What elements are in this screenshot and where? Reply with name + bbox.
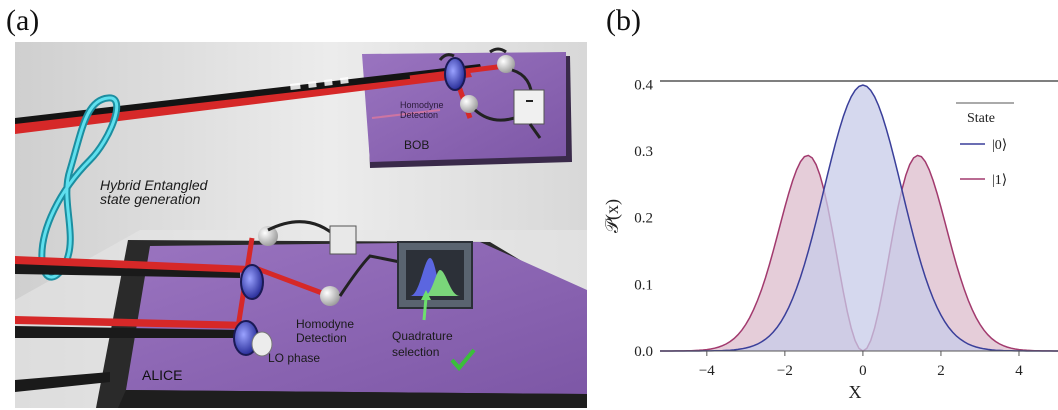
x-tick-label: 2 xyxy=(937,363,945,379)
legend: State |0⟩ |1⟩ xyxy=(956,102,1014,188)
chart-areas xyxy=(660,84,1058,352)
series-line-0 xyxy=(660,84,1058,352)
alice-detection-line1: Homodyne xyxy=(296,317,354,331)
bob-detection-line1: Homodyne xyxy=(400,100,444,110)
quadrature-label: Quadrature selection xyxy=(392,329,456,359)
y-axis-ticks: 0.0 0.1 0.2 0.3 0.4 xyxy=(634,77,653,360)
bob-detector-2 xyxy=(460,95,478,113)
y-tick-label: 0.0 xyxy=(634,344,653,360)
y-tick-label: 0.2 xyxy=(634,211,653,227)
red-beam-alice-2 xyxy=(15,316,250,329)
hybrid-line2: state generation xyxy=(100,191,201,207)
red-beam-alice-1 xyxy=(15,256,250,273)
black-fiber-alice-2 xyxy=(15,326,240,338)
alice-detector-2 xyxy=(320,286,340,306)
alice-detection-line2: Detection xyxy=(296,331,347,345)
lo-phase-label: LO phase xyxy=(268,351,320,365)
alice-subtractor-box xyxy=(329,225,357,255)
panel-b-label: (b) xyxy=(606,4,641,37)
setup-illustration: Homodyne Detection BOB Hybrid Entangled … xyxy=(15,42,587,408)
x-tick-label: 4 xyxy=(1015,363,1023,379)
hybrid-label: Hybrid Entangled state generation xyxy=(100,177,211,207)
series-area-0 xyxy=(660,85,1058,351)
alice-table-edge xyxy=(118,390,587,408)
check-icon xyxy=(450,348,476,372)
quadrature-line2: selection xyxy=(392,345,439,359)
probability-chart: 0.0 0.1 0.2 0.3 0.4 −4 −2 0 2 4 X 𝒫(x) State |0⟩… xyxy=(602,77,1058,402)
alice-detection-label: Homodyne Detection xyxy=(296,317,357,345)
legend-label-1: |1⟩ xyxy=(992,173,1007,188)
panel-a-label: (a) xyxy=(6,4,39,37)
bob-detection-line2: Detection xyxy=(400,110,438,120)
y-tick-label: 0.1 xyxy=(634,277,653,293)
y-axis-label: 𝒫(x) xyxy=(602,199,623,233)
x-tick-label: 0 xyxy=(859,363,867,379)
y-tick-label: 0.4 xyxy=(634,77,653,93)
black-fiber-alice-3 xyxy=(15,372,110,392)
y-tick-label: 0.3 xyxy=(634,144,653,160)
series-area-1 xyxy=(660,155,1058,351)
bob-detector-1 xyxy=(497,55,515,73)
bob-detection-label: Homodyne Detection xyxy=(400,100,446,120)
alice-mirror xyxy=(251,331,273,357)
bob-subtractor-box xyxy=(513,89,545,125)
legend-title: State xyxy=(967,111,995,126)
x-tick-label: −2 xyxy=(777,363,793,379)
red-beam-bob xyxy=(15,72,472,134)
hybrid-line1: Hybrid Entangled xyxy=(100,177,209,193)
alice-optics xyxy=(233,220,476,372)
legend-label-0: |0⟩ xyxy=(992,138,1007,153)
beam-dash-segments xyxy=(289,77,349,90)
x-axis-label: X xyxy=(849,382,862,402)
x-axis-ticks: −4 −2 0 2 4 xyxy=(699,351,1023,379)
alice-label: ALICE xyxy=(142,367,182,383)
bob-optics xyxy=(371,47,545,139)
alice-detector-1 xyxy=(258,226,278,246)
x-tick-label: −4 xyxy=(699,363,715,379)
bob-beam-splitter xyxy=(444,57,466,91)
quadrature-line1: Quadrature xyxy=(392,329,453,343)
bob-label: BOB xyxy=(404,138,429,152)
alice-beam-splitter xyxy=(240,264,264,300)
